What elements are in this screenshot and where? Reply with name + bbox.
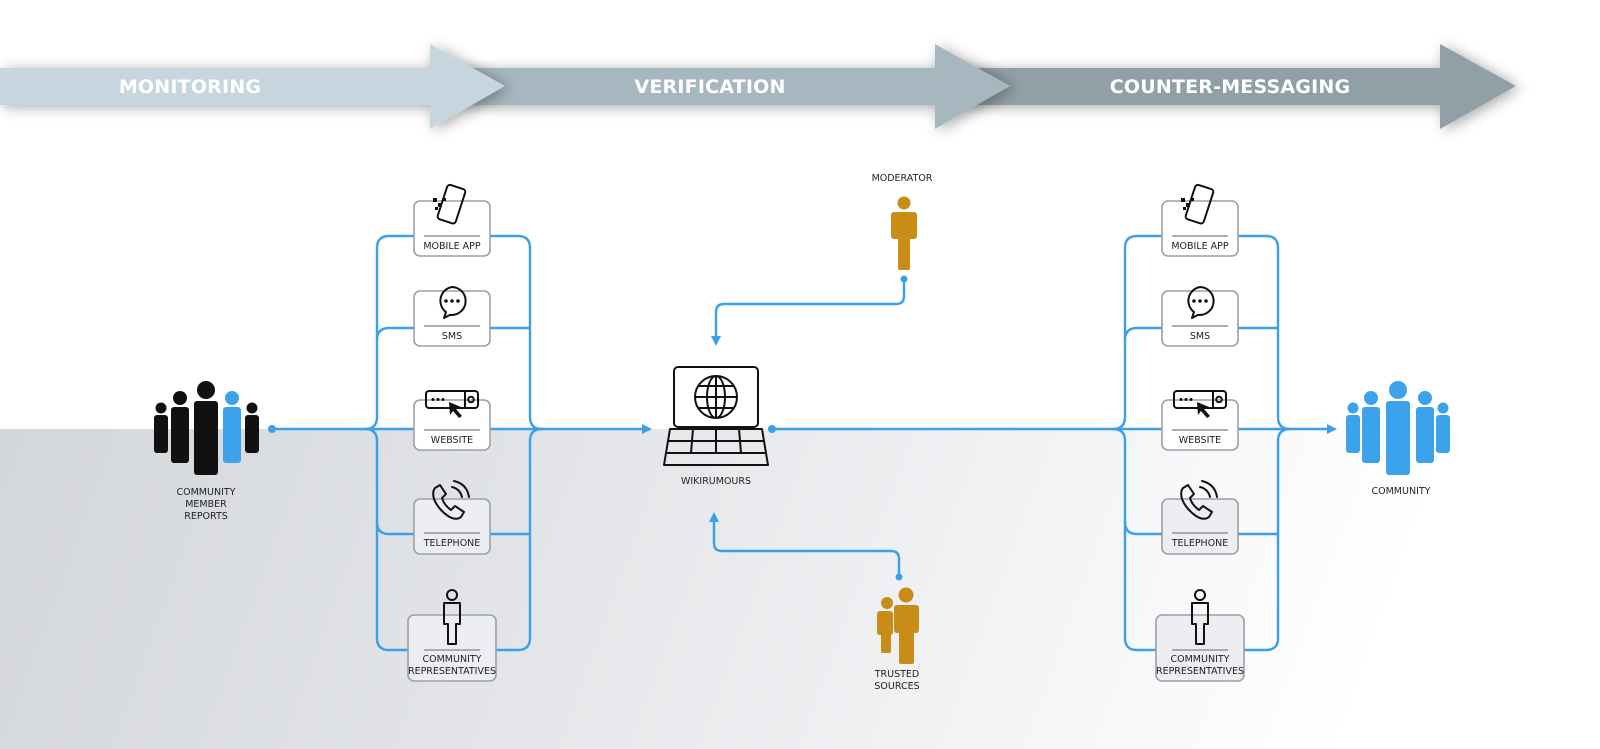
person-outline-icon <box>443 589 461 645</box>
moderator: MODERATOR <box>872 173 933 270</box>
channel-label: SMS <box>442 331 462 342</box>
person-icon <box>891 196 917 270</box>
channel-website: WEBSITE <box>413 390 491 451</box>
telephone-icon <box>1180 480 1218 520</box>
channel-label: MOBILE APP <box>423 241 481 252</box>
channel-sms: SMS <box>413 286 491 347</box>
hub-label: WIKIRUMOURS <box>681 476 751 487</box>
channel-label: WEBSITE <box>1179 435 1221 446</box>
flow-branch <box>1244 427 1291 652</box>
channel-label: COMMUNITY <box>423 654 482 665</box>
website-browser-icon <box>425 390 479 418</box>
phase-monitoring: MONITORING <box>0 44 505 129</box>
source-label-line: COMMUNITY <box>177 487 236 498</box>
channel-label: TELEPHONE <box>423 538 481 549</box>
hub-wikirumours: WIKIRUMOURS <box>663 366 769 487</box>
person-outline-icon <box>1191 589 1209 645</box>
destination-community: COMMUNITY <box>1346 381 1450 497</box>
flow-branch <box>1112 234 1162 431</box>
destination-label: COMMUNITY <box>1372 486 1431 497</box>
flow-branch <box>1123 326 1162 341</box>
channel-website: WEBSITE <box>1161 390 1239 451</box>
flow-branch <box>375 326 414 341</box>
flow-branch <box>1123 521 1162 536</box>
phase-counter-messaging: COUNTER-MESSAGING <box>960 44 1516 129</box>
flow-branch <box>375 521 414 536</box>
channel-label: WEBSITE <box>431 435 473 446</box>
flow-branch <box>1238 234 1291 431</box>
phase-label-verification: VERIFICATION <box>634 76 785 98</box>
channel-community-representatives: COMMUNITY REPRESENTATIVES <box>1155 589 1245 682</box>
group-people-icon <box>154 381 259 475</box>
source-label-line: MEMBER <box>185 499 227 510</box>
flow-lines <box>268 234 1337 652</box>
website-browser-icon <box>1173 390 1227 418</box>
channel-telephone: TELEPHONE <box>1161 480 1239 555</box>
channel-sms: SMS <box>1161 286 1239 347</box>
phase-arrows: COUNTER-MESSAGING VERIFICATION MONITORIN… <box>0 44 1516 129</box>
channel-label: REPRESENTATIVES <box>1156 666 1244 677</box>
flow-branch <box>364 234 414 431</box>
channels-counter-messaging: MOBILE APP SMS <box>1155 183 1245 682</box>
flow-moderator-to-hub <box>711 279 906 346</box>
flow-branch <box>364 427 408 652</box>
background-lower-band <box>0 429 1600 749</box>
sms-chat-icon <box>439 286 467 319</box>
flow-trusted-to-hub <box>709 512 901 577</box>
trusted-sources-label-line: SOURCES <box>874 681 919 692</box>
phase-label-monitoring: MONITORING <box>119 76 261 98</box>
source-label-line: REPORTS <box>184 511 228 522</box>
trusted-sources-label-line: TRUSTED <box>874 669 920 680</box>
channel-label: COMMUNITY <box>1171 654 1230 665</box>
phase-verification: VERIFICATION <box>460 44 1010 129</box>
channel-community-representatives: COMMUNITY REPRESENTATIVES <box>407 589 497 682</box>
channel-label: SMS <box>1190 331 1210 342</box>
flow-branch <box>1112 427 1156 652</box>
trusted-sources: TRUSTED SOURCES <box>874 587 920 692</box>
channels-monitoring: MOBILE APP SMS <box>407 183 497 682</box>
channel-mobile-app: MOBILE APP <box>413 183 491 257</box>
sms-chat-icon <box>1187 286 1215 319</box>
laptop-globe-icon <box>663 366 769 466</box>
group-people-icon <box>1346 381 1450 475</box>
source-community-member-reports: COMMUNITY MEMBER REPORTS <box>154 381 259 522</box>
channel-label: MOBILE APP <box>1171 241 1229 252</box>
channel-label: REPRESENTATIVES <box>408 666 496 677</box>
mobile-app-icon <box>433 183 467 225</box>
telephone-icon <box>432 480 470 520</box>
moderator-label: MODERATOR <box>872 173 933 184</box>
two-people-icon <box>877 587 919 664</box>
channel-label: TELEPHONE <box>1171 538 1229 549</box>
channel-telephone: TELEPHONE <box>413 480 491 555</box>
channel-mobile-app: MOBILE APP <box>1161 183 1239 257</box>
flow-branch <box>496 427 543 652</box>
mobile-app-icon <box>1181 183 1215 225</box>
phase-label-counter-messaging: COUNTER-MESSAGING <box>1110 76 1351 98</box>
flow-branch <box>490 234 543 431</box>
